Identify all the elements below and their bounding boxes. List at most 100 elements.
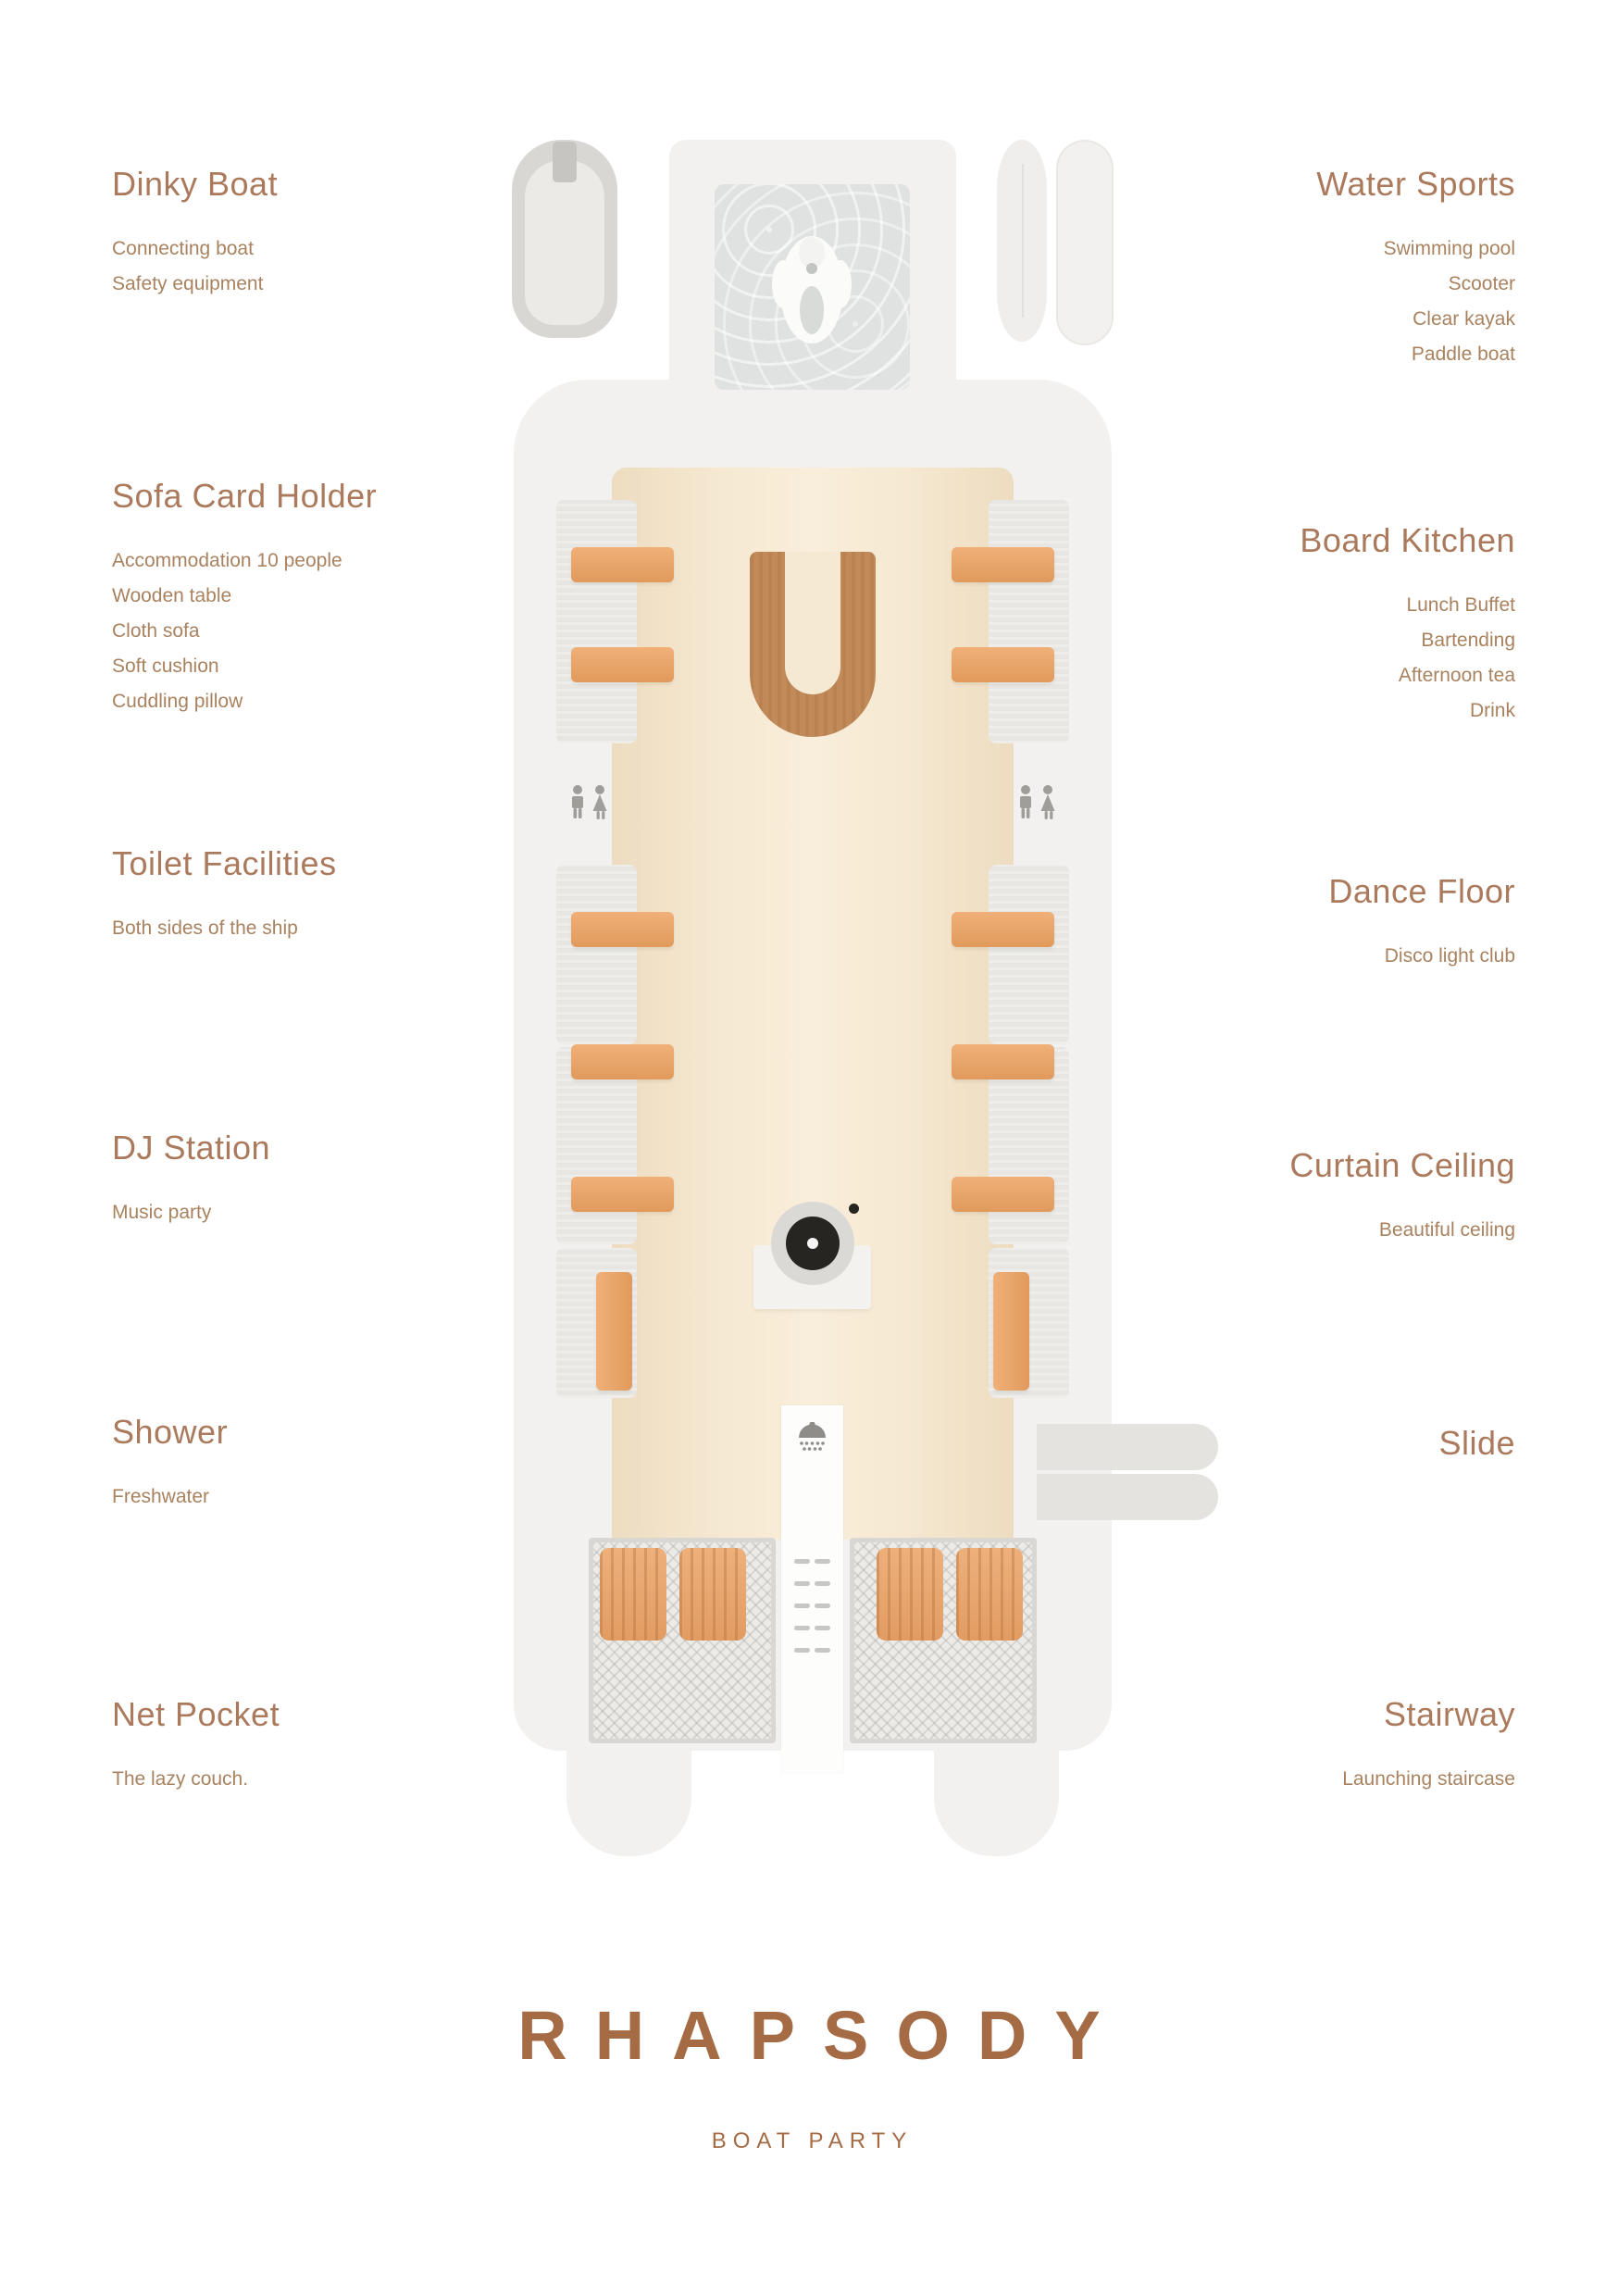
wooden-table bbox=[952, 647, 1054, 682]
shower-stairway-strip bbox=[781, 1405, 843, 1773]
net-cushion bbox=[600, 1548, 666, 1641]
feature-line: Accommodation 10 people bbox=[112, 550, 342, 571]
sofa-block bbox=[556, 500, 637, 743]
tonearm-pivot bbox=[849, 1204, 859, 1214]
sofa-block bbox=[989, 500, 1069, 743]
feature-line: Scooter bbox=[1448, 273, 1515, 294]
feature-dj-station: DJ Station Music party bbox=[112, 1129, 510, 1230]
feature-title: Net Pocket bbox=[112, 1695, 280, 1733]
feature-line: Drink bbox=[1469, 700, 1515, 721]
u-table-opening bbox=[785, 552, 840, 694]
poster-subtitle: BOAT PARTY bbox=[711, 2128, 914, 2153]
slide-rail bbox=[1037, 1424, 1218, 1470]
male-figure-icon bbox=[1020, 785, 1031, 818]
stair-rung bbox=[794, 1559, 810, 1564]
stair-rung bbox=[815, 1626, 830, 1630]
feature-net-pocket: Net Pocket The lazy couch. bbox=[112, 1695, 510, 1797]
net-cushion bbox=[877, 1548, 943, 1641]
feature-dance-floor: Dance Floor Disco light club bbox=[1117, 872, 1515, 974]
toilet-icons-right bbox=[1020, 785, 1055, 819]
female-figure-icon bbox=[592, 785, 607, 819]
feature-shower: Shower Freshwater bbox=[112, 1413, 510, 1515]
wooden-table bbox=[571, 547, 674, 582]
kayak-seam bbox=[1022, 164, 1024, 318]
net-pocket-right bbox=[850, 1538, 1037, 1743]
stair-rung bbox=[794, 1581, 810, 1586]
feature-line: Afternoon tea bbox=[1398, 665, 1515, 686]
feature-slide: Slide bbox=[1117, 1424, 1515, 1491]
feature-line: Both sides of the ship bbox=[112, 917, 298, 939]
feature-title: Water Sports bbox=[1316, 165, 1515, 203]
stair-rung bbox=[815, 1559, 830, 1564]
wooden-table bbox=[952, 912, 1054, 947]
wooden-table bbox=[571, 647, 674, 682]
record-label bbox=[807, 1238, 818, 1249]
feature-title: Dinky Boat bbox=[112, 165, 279, 203]
feature-title: Sofa Card Holder bbox=[112, 477, 378, 515]
stair-rung bbox=[815, 1603, 830, 1608]
wooden-table bbox=[571, 1177, 674, 1212]
wooden-table bbox=[952, 1044, 1054, 1079]
wooden-table bbox=[571, 912, 674, 947]
feature-line: Cuddling pillow bbox=[112, 691, 243, 712]
net-cushion bbox=[679, 1548, 746, 1641]
feature-line: Music party bbox=[112, 1202, 212, 1223]
feature-title: DJ Station bbox=[112, 1129, 271, 1167]
feature-line: Cloth sofa bbox=[112, 620, 200, 642]
outboard-motor bbox=[553, 142, 577, 182]
feature-board-kitchen: Board Kitchen Lunch Buffet Bartending Af… bbox=[1117, 521, 1515, 729]
male-figure-icon bbox=[572, 785, 583, 818]
stair-rung bbox=[794, 1648, 810, 1653]
feature-line: Wooden table bbox=[112, 585, 232, 606]
feature-line: Beautiful ceiling bbox=[1378, 1219, 1515, 1241]
stair-rung bbox=[794, 1626, 810, 1630]
paddle-board bbox=[1056, 140, 1114, 345]
feature-line: Launching staircase bbox=[1342, 1768, 1515, 1790]
feature-title: Toilet Facilities bbox=[112, 844, 337, 882]
stair-rung bbox=[815, 1648, 830, 1653]
net-cushion bbox=[956, 1548, 1023, 1641]
poster-title: RHAPSODY bbox=[517, 1997, 1128, 2074]
brand: RHAPSODY BOAT PARTY bbox=[0, 1996, 1618, 2154]
feature-line: Freshwater bbox=[112, 1486, 210, 1507]
feature-line: Lunch Buffet bbox=[1406, 594, 1515, 616]
feature-dinky-boat: Dinky Boat Connecting boat Safety equipm… bbox=[112, 165, 510, 302]
u-shaped-table bbox=[750, 552, 876, 737]
feature-title: Board Kitchen bbox=[1300, 521, 1515, 559]
slide-rail bbox=[1037, 1474, 1218, 1520]
feature-line: Clear kayak bbox=[1413, 308, 1515, 330]
feature-line: Soft cushion bbox=[112, 655, 219, 677]
feature-title: Curtain Ceiling bbox=[1289, 1146, 1515, 1184]
jet-ski-icon bbox=[772, 236, 852, 343]
stair-rung bbox=[794, 1603, 810, 1608]
sofa-block bbox=[989, 865, 1069, 1044]
female-figure-icon bbox=[1040, 785, 1055, 819]
feature-water-sports: Water Sports Swimming pool Scooter Clear… bbox=[1117, 165, 1515, 372]
feature-toilet-facilities: Toilet Facilities Both sides of the ship bbox=[112, 844, 510, 946]
feature-line: Safety equipment bbox=[112, 273, 264, 294]
wooden-table bbox=[952, 547, 1054, 582]
shower-head-icon bbox=[799, 1422, 826, 1451]
kayak bbox=[997, 140, 1047, 342]
wooden-table bbox=[596, 1272, 632, 1391]
wooden-table bbox=[993, 1272, 1029, 1391]
dinghy bbox=[512, 140, 617, 338]
feature-line: Bartending bbox=[1421, 630, 1515, 651]
feature-line: Disco light club bbox=[1384, 945, 1515, 967]
feature-sofa-card-holder: Sofa Card Holder Accommodation 10 people… bbox=[112, 477, 510, 719]
feature-stairway: Stairway Launching staircase bbox=[1117, 1695, 1515, 1797]
feature-line: Swimming pool bbox=[1383, 238, 1515, 259]
feature-curtain-ceiling: Curtain Ceiling Beautiful ceiling bbox=[1117, 1146, 1515, 1248]
feature-title: Slide bbox=[1438, 1424, 1515, 1462]
wooden-table bbox=[571, 1044, 674, 1079]
feature-title: Shower bbox=[112, 1413, 229, 1451]
feature-title: Dance Floor bbox=[1328, 872, 1515, 910]
feature-title: Stairway bbox=[1383, 1695, 1515, 1733]
dinghy-interior bbox=[525, 160, 604, 325]
sofa-block bbox=[556, 865, 637, 1044]
toilet-icons-left bbox=[572, 785, 607, 819]
feature-line: Connecting boat bbox=[112, 238, 254, 259]
feature-line: The lazy couch. bbox=[112, 1768, 249, 1790]
